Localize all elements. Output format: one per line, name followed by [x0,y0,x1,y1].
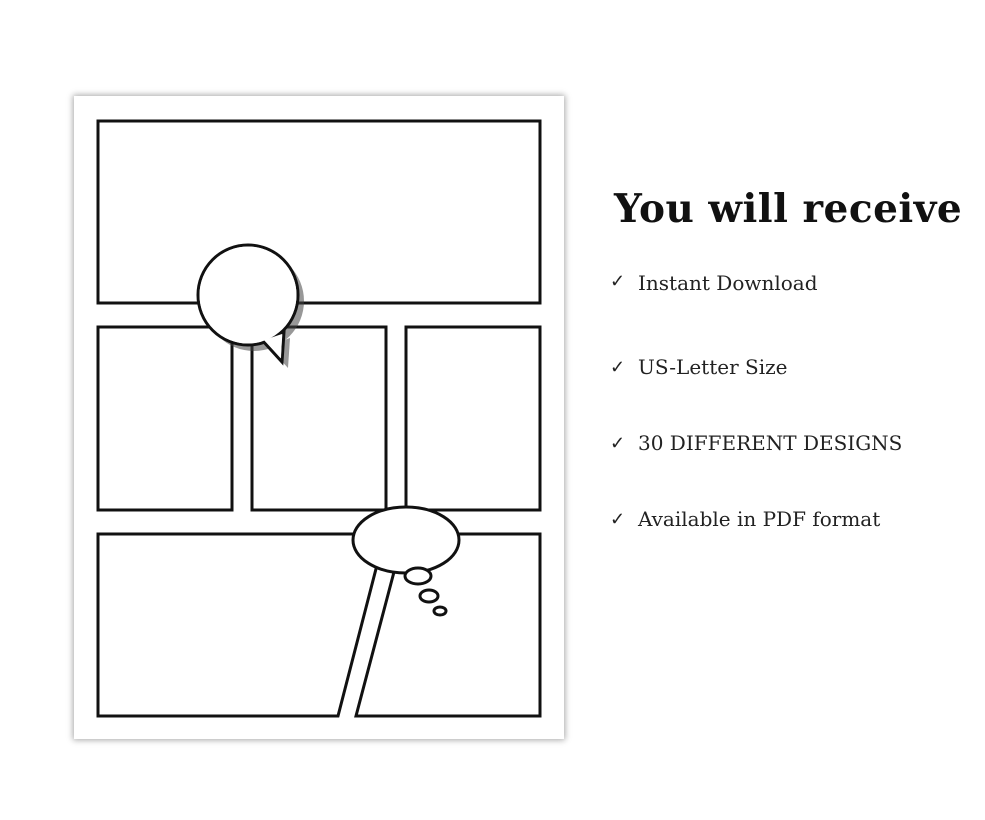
feature-item: ✓ US-Letter Size [610,329,970,405]
feature-label: 30 DIFFERENT DESIGNS [638,431,903,455]
feature-label: US-Letter Size [638,355,788,379]
comic-panel [96,325,234,512]
heading: You will receive [614,186,963,232]
check-icon: ✓ [610,271,626,292]
thought-bubble [351,505,461,617]
comic-panel [96,119,542,305]
comic-panel [96,532,387,718]
comic-panel [404,325,542,512]
feature-list: ✓ Instant Download ✓ US-Letter Size ✓ 30… [610,271,970,557]
comic-panel [354,532,542,718]
speech-bubble [196,243,304,368]
feature-item: ✓ Available in PDF format [610,481,970,557]
feature-item: ✓ 30 DIFFERENT DESIGNS [610,405,970,481]
check-icon: ✓ [610,508,626,530]
product-info: You will receive ✓ Instant Download ✓ US… [610,180,970,557]
check-icon: ✓ [610,356,626,378]
comic-template-preview [74,96,564,739]
feature-item: ✓ Instant Download [610,271,970,329]
feature-label: Available in PDF format [638,507,881,531]
comic-layout-illustration [96,119,542,718]
feature-label: Instant Download [638,271,818,295]
check-icon: ✓ [610,432,626,454]
comic-panel [250,325,388,512]
